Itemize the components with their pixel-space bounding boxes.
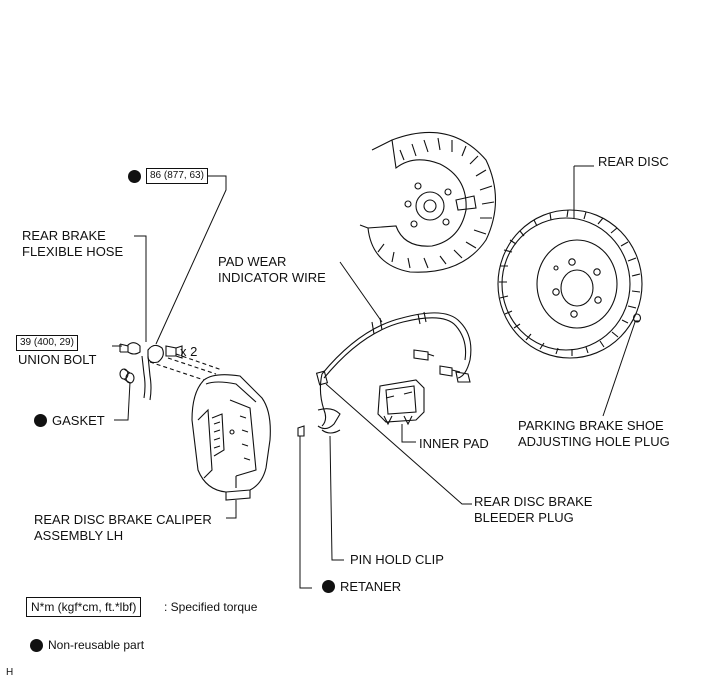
label-pad-wear-indicator-wire-2: INDICATOR WIRE <box>218 270 326 285</box>
label-rear-disc: REAR DISC <box>598 154 669 169</box>
leader-lines <box>112 165 636 589</box>
rear-disc-drawing <box>497 209 643 359</box>
assembly-lines <box>149 353 223 381</box>
label-caliper-assembly-2: ASSEMBLY LH <box>34 528 124 543</box>
label-bleeder-plug-2: BLEEDER PLUG <box>474 510 574 525</box>
hole-plug-drawing <box>632 313 642 323</box>
inner-pad-drawing <box>377 379 425 426</box>
label-parking-brake-shoe-1: PARKING BRAKE SHOE <box>518 418 664 433</box>
label-inner-pad: INNER PAD <box>419 436 489 451</box>
legend-torque-box: N*m (kgf*cm, ft.*lbf) <box>26 597 142 617</box>
hose-bolt-drawing <box>119 342 183 401</box>
label-retaner: RETANER <box>340 579 402 594</box>
label-multiplier: x 2 <box>180 344 198 359</box>
dust-cover-drawing <box>359 131 497 273</box>
torque-caliper-bolt: 86 (877, 63) <box>146 168 208 184</box>
label-pin-hold-clip: PIN HOLD CLIP <box>350 552 444 567</box>
label-rear-brake-flexible-hose-2: FLEXIBLE HOSE <box>22 244 124 259</box>
footer-code: H <box>6 667 14 678</box>
label-union-bolt: UNION BOLT <box>18 352 97 367</box>
label-bleeder-plug-1: REAR DISC BRAKE <box>474 494 593 509</box>
label-pad-wear-indicator-wire-1: PAD WEAR <box>218 254 287 269</box>
label-gasket: GASKET <box>52 413 105 428</box>
legend-torque-desc: : Specified torque <box>164 600 258 614</box>
wear-wire-drawing <box>315 311 472 427</box>
torque-union-bolt: 39 (400, 29) <box>16 335 78 351</box>
non-reusable-dot-caliper-bolt <box>128 170 141 183</box>
legend-non-reusable-dot <box>30 639 43 652</box>
label-rear-brake-flexible-hose-1: REAR BRAKE <box>22 228 106 243</box>
legend-non-reusable-text: Non-reusable part <box>48 638 145 652</box>
caliper-drawing <box>191 374 271 501</box>
pin-clip-drawing <box>297 408 341 437</box>
label-parking-brake-shoe-2: ADJUSTING HOLE PLUG <box>518 434 670 449</box>
label-caliper-assembly-1: REAR DISC BRAKE CALIPER <box>34 512 212 527</box>
non-reusable-dot-gasket <box>34 414 47 427</box>
non-reusable-dot-retaner <box>322 580 335 593</box>
